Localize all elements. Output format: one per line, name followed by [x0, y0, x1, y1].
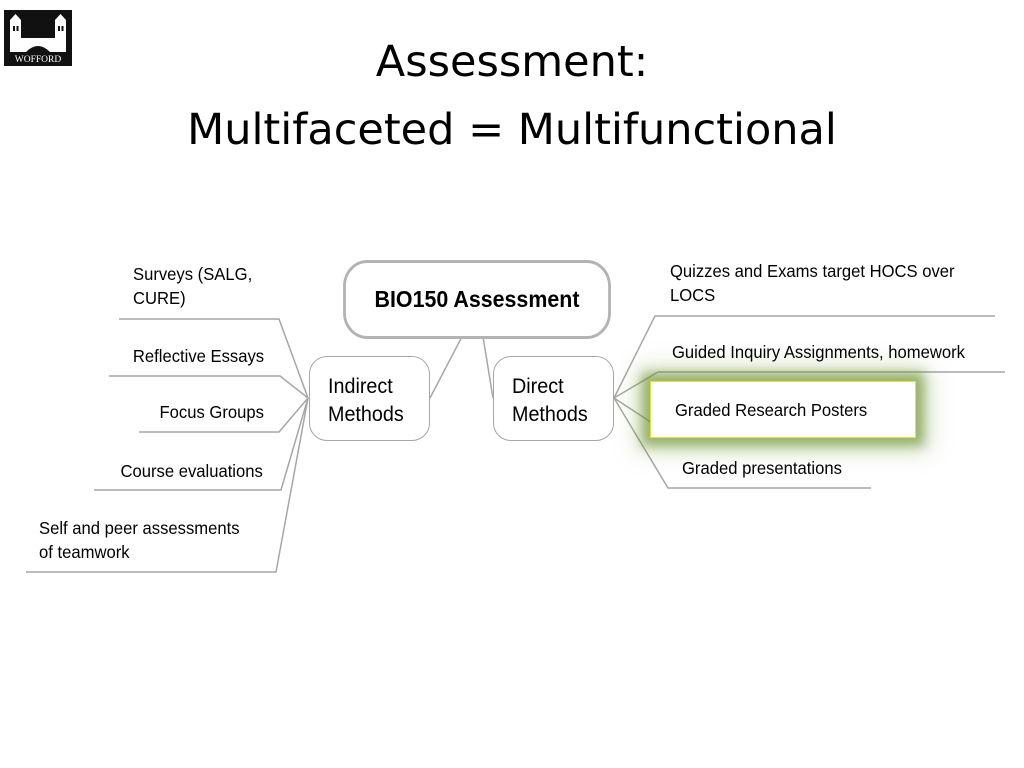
logo-wordmark: WOFFORD — [15, 55, 62, 65]
leaf-self-peer-line2: of teamwork — [39, 542, 130, 562]
node-indirect-label: Indirect Methods — [328, 373, 404, 429]
connector-indirect-self — [26, 397, 309, 573]
connector-indirect-course — [94, 397, 309, 491]
leaf-focus-groups-label: Focus Groups — [159, 402, 264, 422]
connector-indirect-reflective — [109, 375, 309, 399]
node-direct-label: Direct Methods — [512, 373, 588, 429]
connector-indirect-surveys — [119, 318, 309, 399]
connector-direct-quizzes — [613, 315, 995, 399]
root-node-bio150: BIO150 Assessment — [343, 260, 611, 339]
highlight-box — [650, 381, 916, 438]
leaf-quizzes-line1: Quizzes and Exams target HOCS over — [670, 261, 955, 281]
connector-indirect-focus — [139, 397, 309, 433]
node-indirect-line1: Indirect — [328, 375, 393, 398]
leaf-graded-presentations: Graded presentations — [682, 456, 842, 480]
slide-title-line-2: Multifaceted = Multifunctional — [187, 105, 837, 155]
node-direct-line2: Methods — [512, 403, 588, 426]
leaf-surveys: Surveys (SALG, CURE) — [133, 262, 252, 310]
leaf-guided-inquiry: Guided Inquiry Assignments, homework — [672, 340, 965, 364]
slide-title-line-1: Assessment: — [375, 37, 649, 87]
leaf-graded-posters: Graded Research Posters — [675, 398, 867, 422]
leaf-guided-inquiry-label: Guided Inquiry Assignments, homework — [672, 342, 965, 362]
node-direct-line1: Direct — [512, 375, 564, 398]
leaf-course-evaluations-label: Course evaluations — [120, 461, 263, 481]
root-node-label: BIO150 Assessment — [374, 286, 580, 312]
wofford-logo: WOFFORD — [4, 10, 72, 66]
leaf-quizzes-line2: LOCS — [670, 285, 716, 305]
leaf-focus-groups: Focus Groups — [160, 400, 264, 424]
node-indirect-line2: Methods — [328, 403, 404, 426]
node-indirect-methods: Indirect Methods — [309, 356, 430, 441]
node-direct-methods: Direct Methods — [493, 356, 614, 441]
leaf-course-evaluations: Course evaluations — [121, 459, 263, 483]
connector-direct-presentations — [613, 397, 871, 489]
leaf-surveys-line2: CURE) — [133, 288, 186, 308]
leaf-reflective-essays: Reflective Essays — [133, 344, 264, 368]
leaf-surveys-line1: Surveys (SALG, — [133, 264, 253, 284]
leaf-quizzes-exams: Quizzes and Exams target HOCS over LOCS — [670, 259, 955, 307]
leaf-reflective-essays-label: Reflective Essays — [132, 346, 264, 366]
leaf-graded-presentations-label: Graded presentations — [682, 458, 842, 478]
leaf-self-peer: Self and peer assessments of teamwork — [39, 516, 240, 564]
leaf-self-peer-line1: Self and peer assessments — [39, 518, 240, 538]
connector-direct-guided — [613, 371, 1005, 399]
leaf-graded-posters-label: Graded Research Posters — [675, 400, 868, 420]
